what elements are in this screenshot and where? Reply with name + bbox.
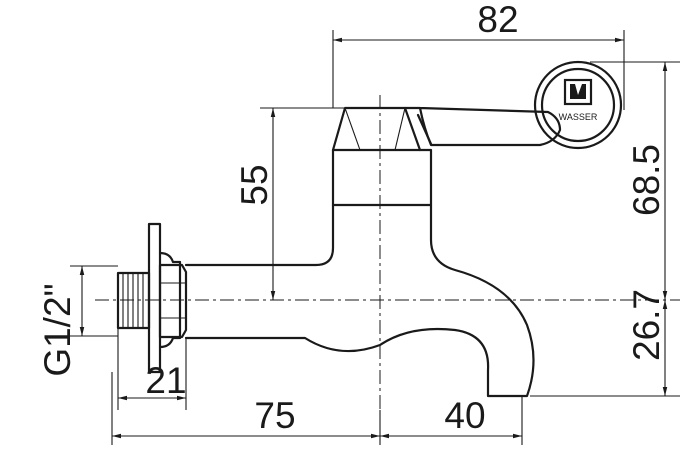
dim-bottom: 75 40 [111,372,523,445]
hex-nut [158,263,188,339]
dim-26-7-label: 26.7 [626,289,667,361]
dim-55-label: 55 [234,164,275,205]
dim-overall-height: 68.5 [530,61,680,397]
lever-handle [331,106,562,152]
dim-handle-height: 55 [234,107,345,300]
logo-mark-icon [570,84,586,99]
dim-thread: G1/2" [37,265,118,377]
dim-spout-drop: 26.7 [626,289,668,396]
valve-body [331,148,433,207]
brand-logo: WASSER [533,60,623,150]
dim-82-label: 82 [477,0,518,40]
threaded-inlet [116,271,151,330]
dim-75-label: 75 [254,395,295,436]
dim-68-5-label: 68.5 [626,144,667,216]
dim-thread-label: G1/2" [37,283,78,376]
logo-brand-text: WASSER [559,112,598,122]
dim-flange: 21 [117,328,187,410]
dim-40-label: 40 [444,395,485,436]
dim-top-width: 82 [332,0,625,110]
faucet-body-outline [184,203,535,398]
dim-21-label: 21 [145,360,186,401]
wall-flange [147,222,182,374]
